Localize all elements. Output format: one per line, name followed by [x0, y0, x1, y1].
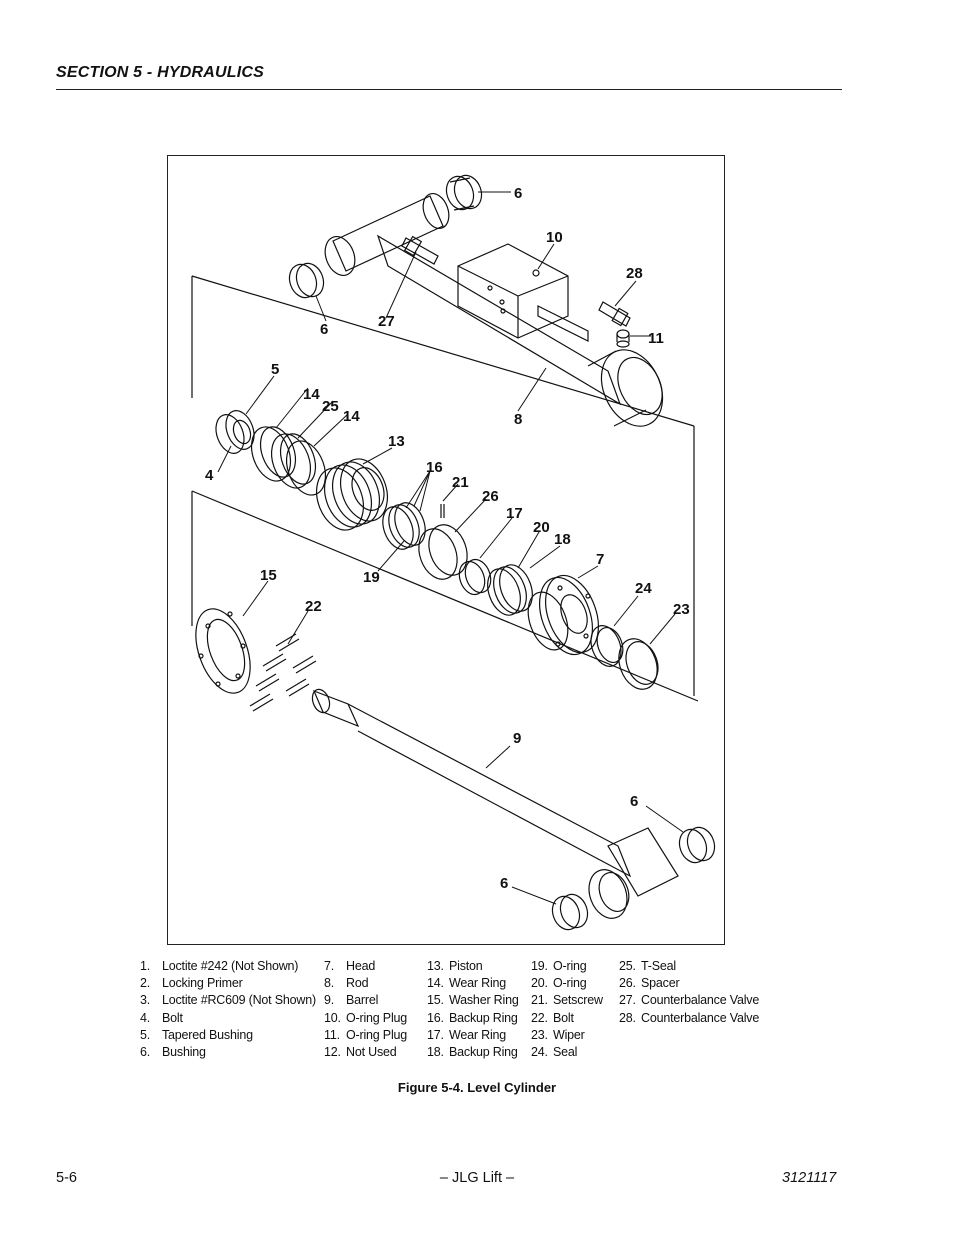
- counterbalance-valve-left: [401, 235, 439, 265]
- bushing-bottom-right: [678, 826, 716, 864]
- legend-item: 10.O-ring Plug: [324, 1010, 408, 1025]
- washer-ring: [195, 608, 251, 694]
- o-rings: [487, 564, 533, 616]
- legend-item: 3.Loctite #RC609 (Not Shown): [140, 993, 316, 1008]
- legend-item: 15.Washer Ring: [427, 993, 519, 1008]
- legend-item: 21.Setscrew: [531, 993, 603, 1008]
- legend-item: 2.Locking Primer: [140, 976, 243, 991]
- counterbalance-valve-right: [598, 301, 631, 327]
- exploded-view-drawing: 6 10 28 6 27 11 5 14 25 14 8 13 4 16 21 …: [191, 174, 716, 931]
- callout: 4: [205, 467, 214, 484]
- legend-item: 14.Wear Ring: [427, 976, 507, 991]
- rod: [311, 688, 679, 919]
- legend-column-1: 1.Loctite #242 (Not Shown) 2.Locking Pri…: [140, 958, 316, 1061]
- callout: 17: [506, 505, 523, 522]
- tapered-bushing: [215, 410, 255, 454]
- legend-item: 9.Barrel: [324, 993, 379, 1008]
- figure-caption: Figure 5-4. Level Cylinder: [397, 1080, 557, 1095]
- callout: 16: [426, 459, 443, 476]
- legend-item: 11.O-ring Plug: [324, 1027, 408, 1042]
- callout: 8: [514, 411, 522, 428]
- callout: 27: [378, 313, 395, 330]
- callout: 20: [533, 519, 550, 536]
- callout: 13: [388, 433, 405, 450]
- spacer: [418, 524, 468, 580]
- callout: 9: [513, 730, 521, 747]
- bushing-top: [445, 174, 483, 211]
- section-title: SECTION 5 - HYDRAULICS: [56, 64, 264, 81]
- callout: 10: [546, 229, 563, 246]
- callout: 6: [320, 321, 328, 338]
- callout: 28: [626, 265, 643, 282]
- callout: 19: [363, 569, 380, 586]
- callout: 6: [630, 793, 638, 810]
- page-number: 5-6: [56, 1170, 77, 1186]
- legend-item: 16.Backup Ring: [427, 1010, 518, 1025]
- barrel-body: [324, 192, 664, 427]
- wear-ring-17: [458, 558, 492, 596]
- callout: 26: [482, 488, 499, 505]
- callout: 23: [673, 601, 690, 618]
- seal: [590, 625, 624, 667]
- legend-item: 5.Tapered Bushing: [140, 1027, 253, 1042]
- legend-item: 26.Spacer: [619, 976, 680, 991]
- legend-item: 22.Bolt: [531, 1010, 574, 1025]
- callout: 6: [500, 875, 508, 892]
- legend-item: 13.Piston: [427, 959, 483, 973]
- legend-column-2: 7.Head 8.Rod 9.Barrel 10.O-ring Plug 11.…: [324, 958, 407, 1061]
- guide-line: [191, 275, 695, 427]
- wear-rings: [250, 426, 327, 496]
- callout: 15: [260, 567, 277, 584]
- callout: 18: [554, 531, 571, 548]
- bushing-bottom-left: [551, 893, 589, 931]
- legend-item: 1.Loctite #242 (Not Shown): [140, 959, 299, 973]
- legend-item: 27.Counterbalance Valve: [619, 993, 760, 1008]
- header-rule: [56, 89, 842, 90]
- callout: 6: [514, 185, 522, 202]
- footer-brand: – JLG Lift –: [439, 1170, 515, 1186]
- o-ring-plug: [616, 329, 630, 348]
- document-number: 3121117: [782, 1170, 837, 1186]
- legend-item: 18.Backup Ring: [427, 1045, 518, 1060]
- callout: 24: [635, 580, 652, 597]
- legend-item: 28.Counterbalance Valve: [619, 1010, 760, 1025]
- legend-item: 19.O-ring: [531, 959, 587, 973]
- legend-item: 6.Bushing: [140, 1045, 206, 1060]
- backup-rings: [382, 502, 426, 550]
- head: [527, 574, 599, 656]
- legend-item: 4.Bolt: [140, 1010, 183, 1025]
- callout: 22: [305, 598, 322, 615]
- callout: 14: [343, 408, 360, 425]
- piston: [316, 458, 388, 531]
- bushing-left: [288, 262, 325, 299]
- legend-item: 8.Rod: [324, 976, 369, 991]
- legend-item: 20.O-ring: [531, 976, 587, 991]
- setscrew: [440, 504, 445, 518]
- legend-item: 7.Head: [324, 959, 376, 973]
- callout: 11: [648, 330, 664, 347]
- callout: 21: [452, 474, 469, 491]
- callout: 5: [271, 361, 279, 378]
- callout: 7: [596, 551, 604, 568]
- legend-column-3: 13.Piston 14.Wear Ring 15.Washer Ring 16…: [427, 958, 519, 1061]
- legend-item: 24.Seal: [531, 1045, 578, 1060]
- callout-labels: 6 10 28 6 27 11 5 14 25 14 8 13 4 16 21 …: [205, 185, 690, 892]
- legend-item: 25.T-Seal: [619, 959, 676, 973]
- legend-item: 23.Wiper: [531, 1027, 585, 1042]
- legend-column-4: 19.O-ring 20.O-ring 21.Setscrew 22.Bolt …: [531, 958, 603, 1061]
- bolts: [249, 633, 317, 712]
- callout: 25: [322, 398, 339, 415]
- legend-item: 17.Wear Ring: [427, 1027, 507, 1042]
- legend-column-5: 25.T-Seal 26.Spacer 27.Counterbalance Va…: [619, 958, 759, 1027]
- legend-item: 12.Not Used: [324, 1045, 397, 1060]
- wiper: [618, 638, 659, 690]
- figure-level-cylinder: 6 10 28 6 27 11 5 14 25 14 8 13 4 16 21 …: [167, 155, 725, 945]
- callout: 14: [303, 386, 320, 403]
